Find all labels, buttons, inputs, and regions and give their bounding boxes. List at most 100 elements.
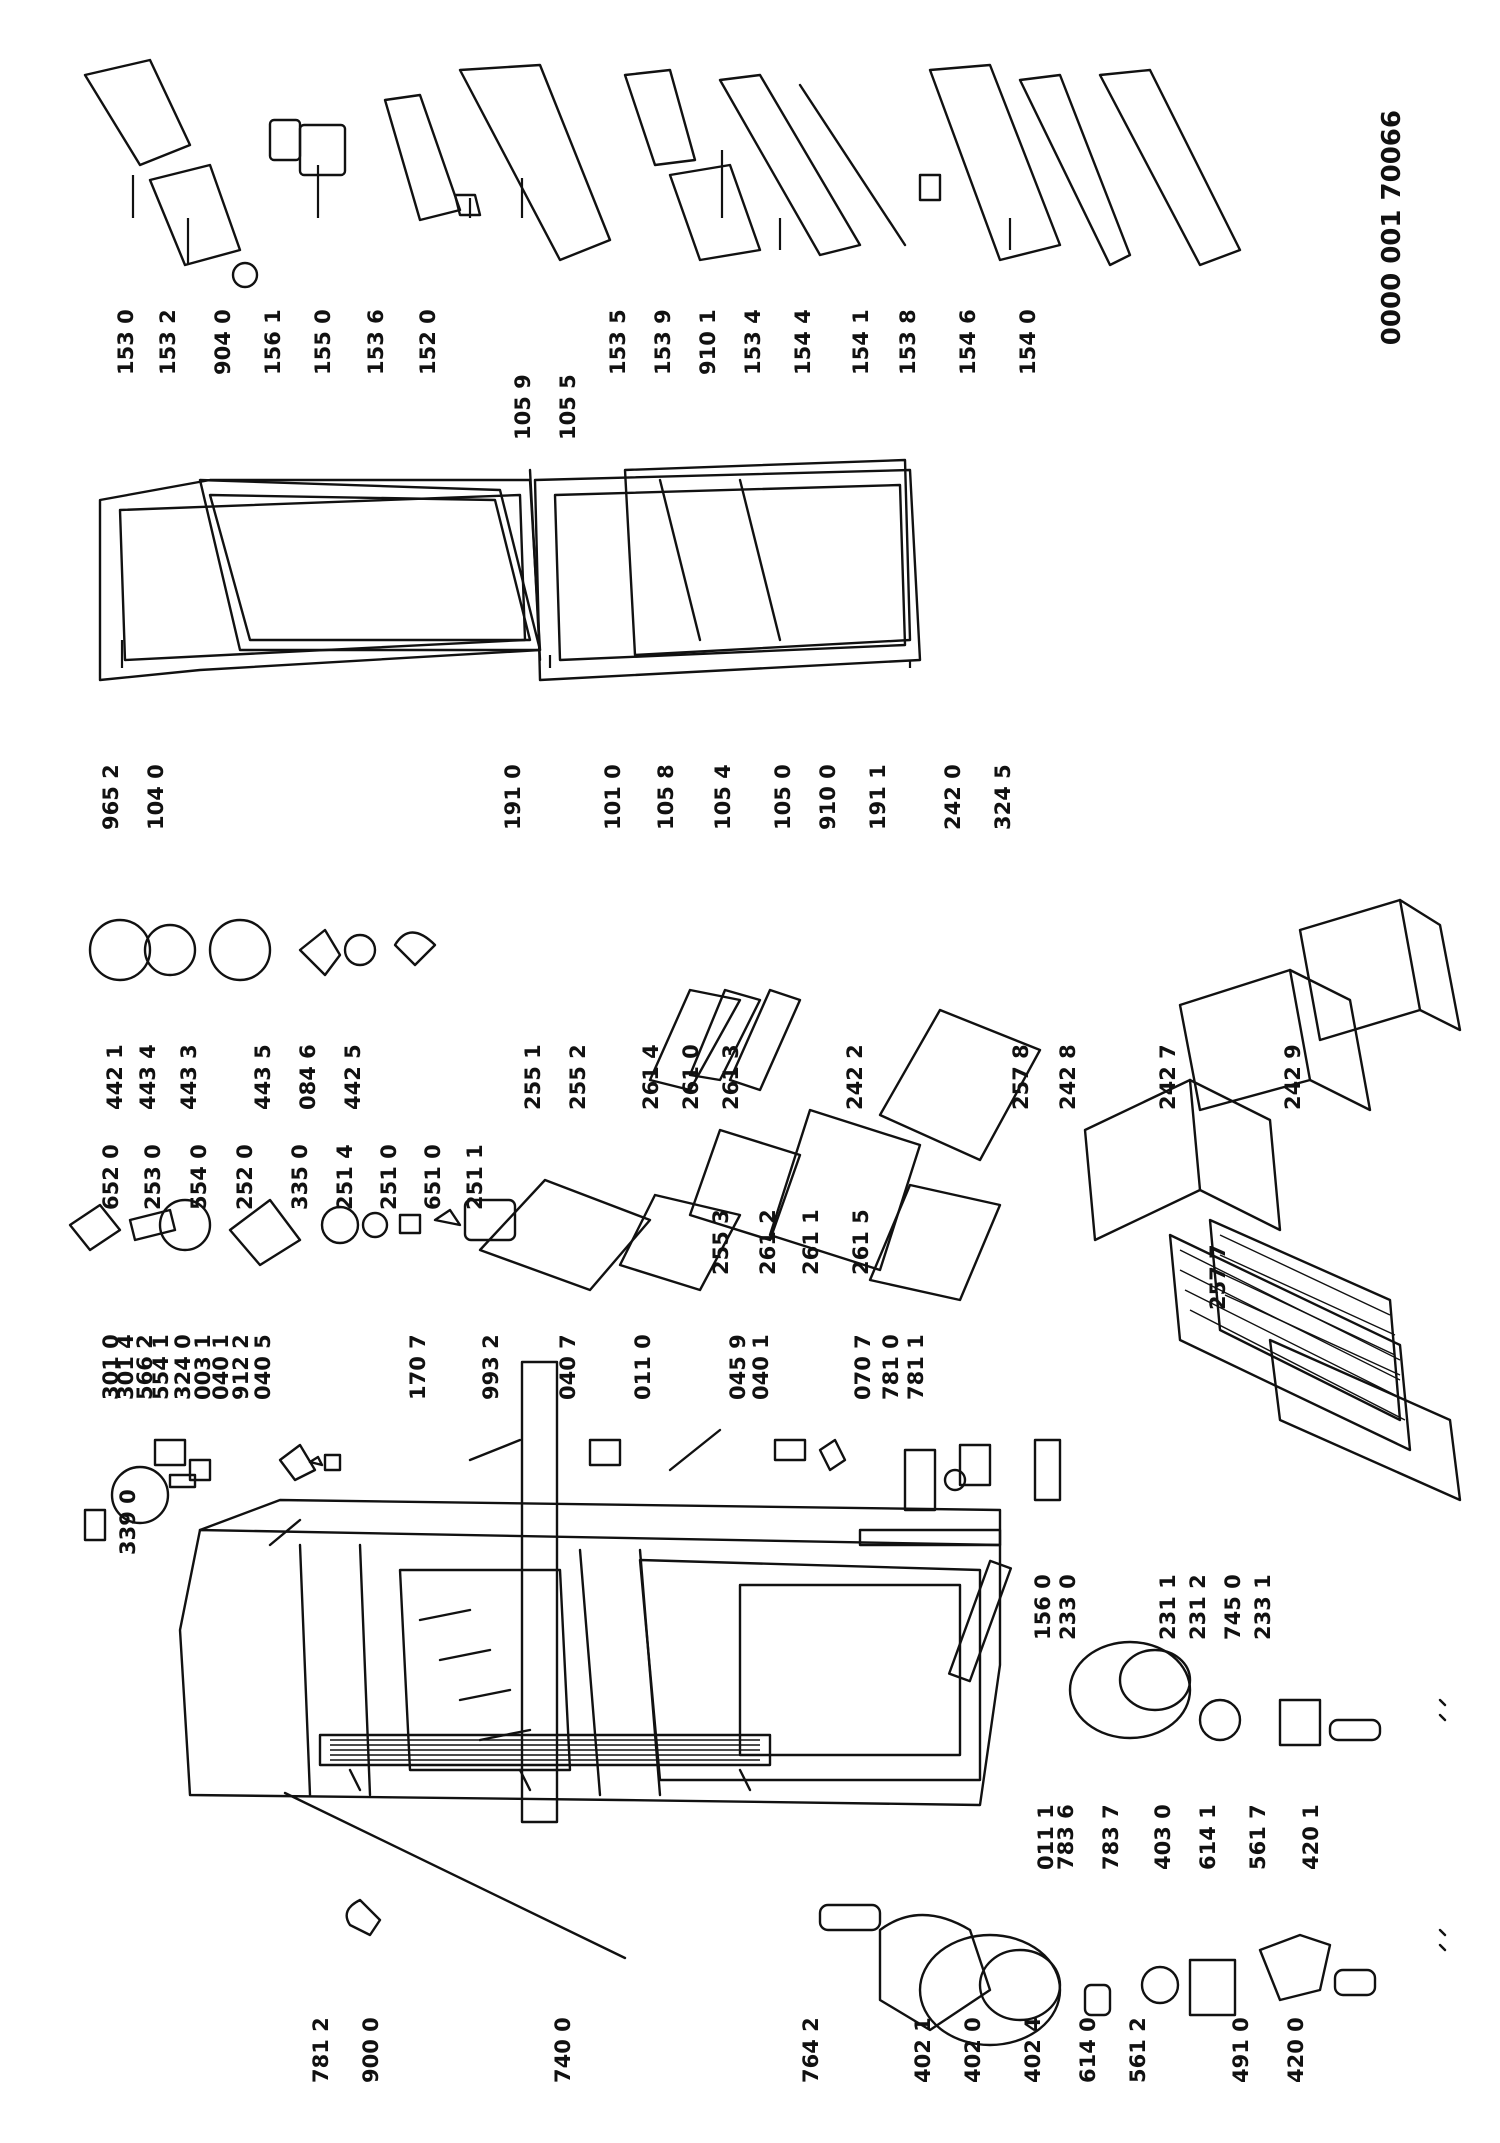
- part-number-label: 251 1: [463, 1144, 487, 1210]
- part-number-label: 324 5: [991, 764, 1015, 830]
- part-number-label: 153 2: [156, 309, 180, 375]
- part-number-label: 251 0: [377, 1144, 401, 1210]
- part-number-label: 084 6: [296, 1044, 320, 1110]
- part-number-label: 242 2: [843, 1044, 867, 1110]
- part-number-label: 745 0: [1221, 1574, 1245, 1640]
- part-number-label: 261 4: [639, 1044, 663, 1110]
- part-number-label: 040 1: [749, 1334, 773, 1400]
- part-number-label: 257 7: [1206, 1244, 1230, 1310]
- part-number-label: 251 4: [333, 1144, 357, 1210]
- part-number-label: 253 0: [141, 1144, 165, 1210]
- part-number-label: 105 8: [654, 764, 678, 830]
- part-number-label: 255 2: [566, 1044, 590, 1110]
- part-number-label: 170 7: [406, 1334, 430, 1400]
- part-number-label: 105 4: [711, 764, 735, 830]
- part-number-label: 011 1: [1034, 1804, 1058, 1870]
- part-number-label: 261 0: [679, 1044, 703, 1110]
- part-number-label: 156 1: [261, 309, 285, 375]
- part-number-label: 154 4: [791, 309, 815, 375]
- part-number-label: 257 8: [1009, 1044, 1033, 1110]
- part-number-label: 242 9: [1281, 1044, 1305, 1110]
- part-number-label: 783 6: [1054, 1804, 1078, 1870]
- part-number-label: 191 0: [501, 764, 525, 830]
- part-number-label: 442 5: [341, 1044, 365, 1110]
- part-number-label: 233 1: [1251, 1574, 1275, 1640]
- part-number-label: 651 0: [421, 1144, 445, 1210]
- part-number-label: 443 5: [251, 1044, 275, 1110]
- part-number-label: 261 2: [756, 1209, 780, 1275]
- part-number-label: 154 6: [956, 309, 980, 375]
- part-number-label: 191 1: [866, 764, 890, 830]
- door-101-0: [533, 458, 922, 682]
- part-number-label: 301 0: [99, 1334, 123, 1400]
- part-number-label: 402 0: [961, 2017, 985, 2083]
- part-number-label: 231 2: [1186, 1574, 1210, 1640]
- part-number-label: 261 5: [849, 1209, 873, 1275]
- part-number-label: 783 7: [1099, 1804, 1123, 1870]
- part-number-label: 910 0: [816, 764, 840, 830]
- part-number-label: 101 0: [601, 764, 625, 830]
- part-number-label: 233 0: [1056, 1574, 1080, 1640]
- part-number-label: 242 0: [941, 764, 965, 830]
- part-number-label: 242 7: [1156, 1044, 1180, 1110]
- part-number-label: 403 0: [1151, 1804, 1175, 1870]
- part-number-label: 900 0: [359, 2017, 383, 2083]
- part-number-label: 443 3: [177, 1044, 201, 1110]
- part-number-label: 153 9: [651, 309, 675, 375]
- part-number-label: 420 0: [1284, 2017, 1308, 2083]
- part-number-label: 153 8: [896, 309, 920, 375]
- part-number-label: 764 2: [799, 2017, 823, 2083]
- part-number-label: 566 2: [133, 1334, 157, 1400]
- part-number-label: 614 1: [1196, 1804, 1220, 1870]
- part-number-label: 255 3: [709, 1209, 733, 1275]
- part-number-label: 442 1: [103, 1044, 127, 1110]
- door-104-0: [98, 468, 542, 682]
- part-number-label: 910 1: [696, 309, 720, 375]
- part-number-label: 261 3: [719, 1044, 743, 1110]
- part-number-label: 040 5: [251, 1334, 275, 1400]
- part-number-label: 153 4: [741, 309, 765, 375]
- part-number-label: 740 0: [551, 2017, 575, 2083]
- part-number-label: 104 0: [144, 764, 168, 830]
- part-number-label: 912 2: [229, 1334, 253, 1400]
- part-number-label: 554 1: [149, 1334, 173, 1400]
- part-number-label: 154 1: [849, 309, 873, 375]
- part-number-label: 252 0: [233, 1144, 257, 1210]
- part-number-label: 781 2: [309, 2017, 333, 2083]
- part-number-label: 965 2: [99, 764, 123, 830]
- part-number-label: 261 1: [799, 1209, 823, 1275]
- glass-shelves: [478, 988, 1042, 1302]
- part-number-label: 003 1: [191, 1334, 215, 1400]
- part-number-label: 105 0: [771, 764, 795, 830]
- part-number-label: 781 0: [879, 1334, 903, 1400]
- part-number-label: 040 7: [556, 1334, 580, 1400]
- part-number-label: 335 0: [288, 1144, 312, 1210]
- door-bins: [83, 58, 1242, 289]
- freezer-baskets: [1083, 898, 1462, 1502]
- control-parts: [68, 1198, 517, 1267]
- electrical-parts: [1083, 1698, 1447, 2017]
- part-number-label: 561 2: [1126, 2017, 1150, 2083]
- part-number-label: 070 7: [851, 1334, 875, 1400]
- fan-parts: [88, 918, 437, 982]
- cabinet-body: [178, 1498, 1002, 1807]
- part-number-label: 155 0: [311, 309, 335, 375]
- hinge-parts: [83, 1428, 1062, 1542]
- part-number-label: 402 4: [1021, 2017, 1045, 2083]
- part-number-label: 154 0: [1016, 309, 1040, 375]
- part-number-label: 045 9: [726, 1334, 750, 1400]
- part-number-label: 339 0: [116, 1489, 140, 1555]
- part-number-label: 153 0: [114, 309, 138, 375]
- part-number-label: 153 6: [364, 309, 388, 375]
- part-number-label: 491 0: [1229, 2017, 1253, 2083]
- part-number-label: 231 1: [1156, 1574, 1180, 1640]
- document-code: 0000 001 70066: [1377, 110, 1407, 345]
- part-number-label: 993 2: [479, 1334, 503, 1400]
- part-number-label: 420 1: [1299, 1804, 1323, 1870]
- part-number-label: 652 0: [99, 1144, 123, 1210]
- part-number-label: 561 7: [1246, 1804, 1270, 1870]
- part-number-label: 105 5: [556, 374, 580, 440]
- part-number-label: 040 1: [209, 1334, 233, 1400]
- part-number-label: 402 1: [911, 2017, 935, 2083]
